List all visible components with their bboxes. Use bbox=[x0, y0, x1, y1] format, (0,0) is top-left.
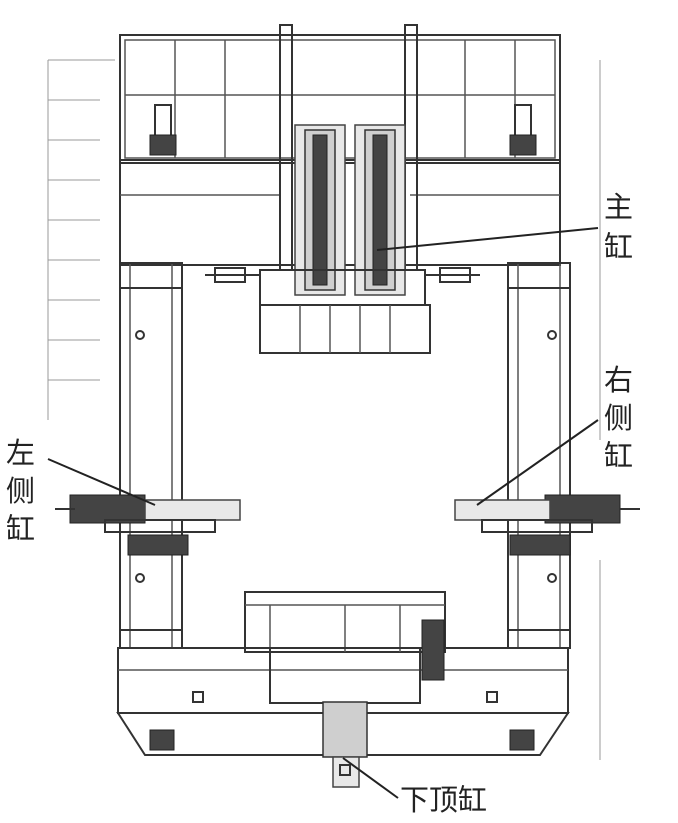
left-side-cylinder-label-line2: 侧 bbox=[6, 474, 35, 508]
left-side-bolts bbox=[127, 534, 189, 556]
right-column bbox=[507, 262, 571, 649]
left-column bbox=[119, 262, 183, 649]
top-crown bbox=[119, 24, 561, 271]
bottom-cylinder-label: 下顶缸 bbox=[400, 783, 487, 817]
main-cylinder-label-line1: 主 bbox=[604, 190, 633, 224]
left-side-cylinder-leader bbox=[47, 458, 156, 506]
main-cylinder bbox=[205, 124, 480, 354]
right-side-cylinder-label-line1: 右 bbox=[604, 363, 633, 397]
right-side-cylinder-label-line3: 缸 bbox=[604, 439, 633, 473]
bottom-base bbox=[116, 591, 570, 756]
bottom-cylinder bbox=[322, 701, 368, 788]
main-cylinder-leader bbox=[376, 227, 599, 251]
right-side-cylinder bbox=[454, 494, 640, 556]
main-cylinder-label-line2: 缸 bbox=[604, 230, 633, 264]
left-side-cylinder bbox=[55, 494, 241, 556]
background-outline bbox=[47, 59, 601, 760]
left-side-cylinder-label-line3: 缸 bbox=[6, 512, 35, 546]
right-side-cylinder-leader bbox=[476, 419, 599, 506]
right-side-bolts bbox=[509, 534, 571, 556]
left-side-cylinder-label-line1: 左 bbox=[6, 436, 35, 470]
right-side-cylinder-label-line2: 侧 bbox=[604, 401, 633, 435]
bottom-cylinder-leader bbox=[342, 757, 399, 799]
